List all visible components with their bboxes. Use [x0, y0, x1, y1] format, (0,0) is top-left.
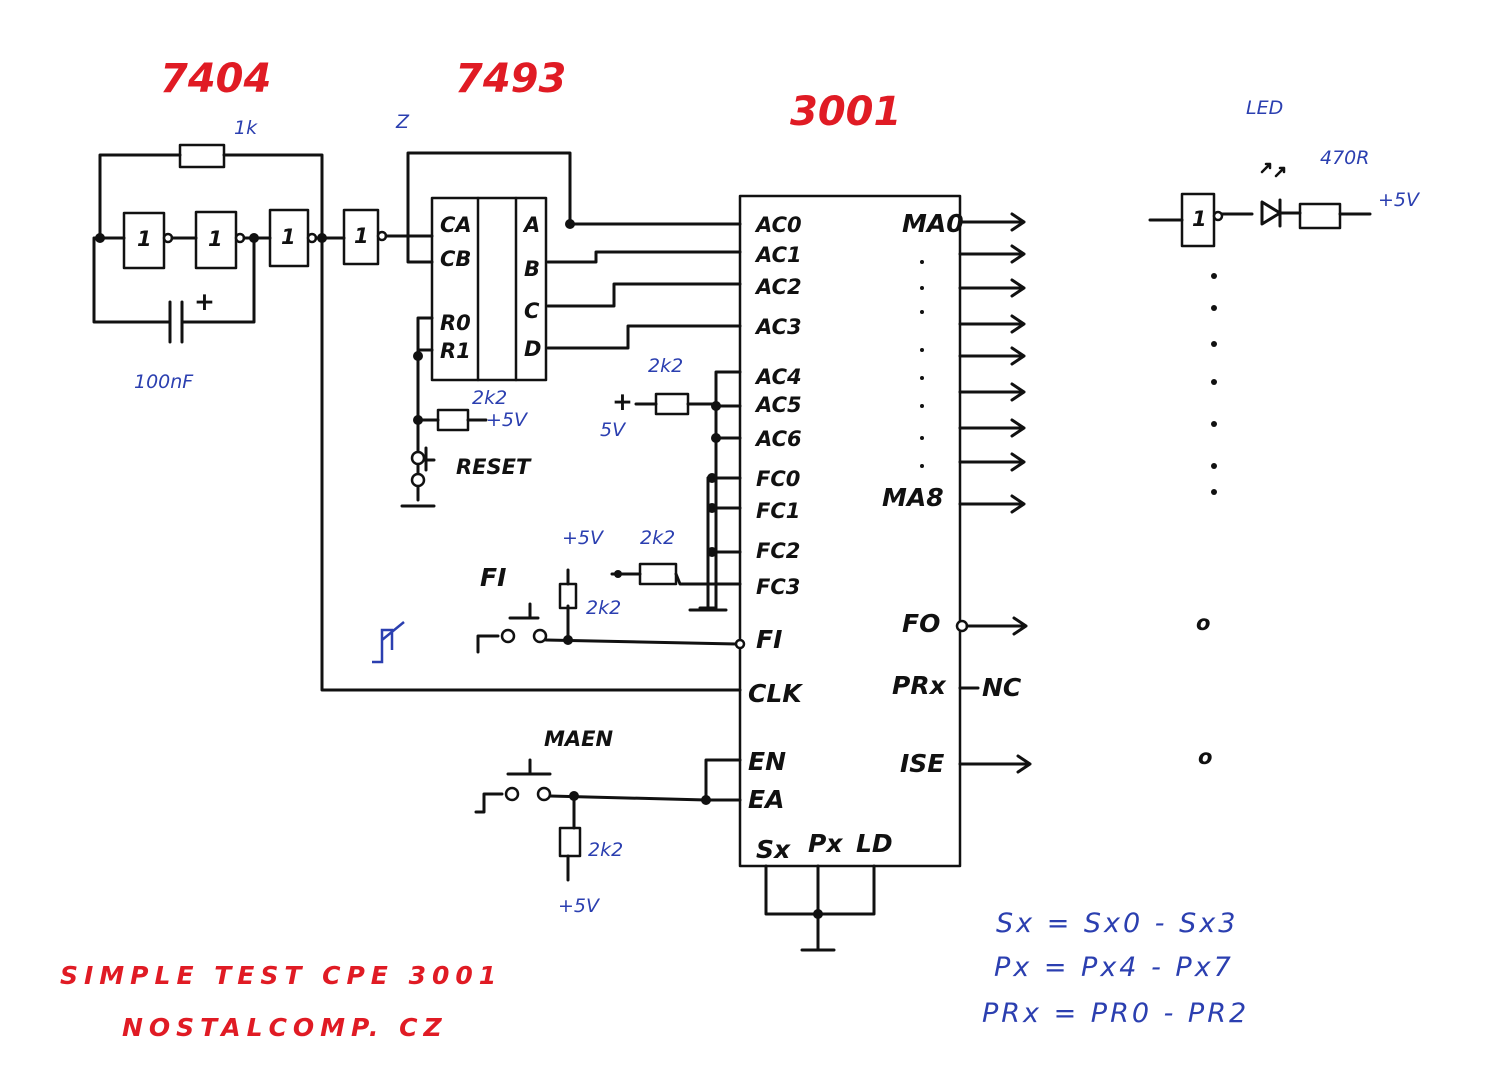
svg-text:2k2: 2k2: [648, 355, 683, 377]
svg-text:1: 1: [354, 224, 369, 248]
svg-text:MA8: MA8: [882, 483, 944, 512]
svg-text:Px: Px: [808, 829, 843, 858]
led-mark-ise: o: [1198, 745, 1212, 769]
svg-text:1: 1: [281, 225, 296, 249]
svg-text:LED: LED: [1246, 97, 1283, 119]
svg-text:FC0: FC0: [756, 467, 800, 491]
label-1k: 1k: [234, 117, 258, 139]
address-outputs: [958, 212, 1026, 514]
svg-text:CB: CB: [440, 247, 471, 271]
svg-text:AC6: AC6: [754, 427, 802, 451]
svg-text:2k2: 2k2: [586, 597, 621, 619]
svg-text:B: B: [524, 257, 540, 281]
chip-title-7404: 7404: [160, 56, 271, 102]
svg-text:2k2: 2k2: [640, 527, 675, 549]
resistor-fc-2k2: [638, 562, 678, 586]
svg-text:PRx: PRx: [892, 671, 947, 700]
resistor-ac-2k2: [654, 392, 690, 416]
svg-text:5V: 5V: [600, 419, 627, 441]
svg-text:CA: CA: [440, 213, 472, 237]
ac-fc-tie: 2k2 + 5V 2k2 +5V: [562, 355, 742, 612]
resistor-reset-2k2: [436, 408, 470, 432]
counter-body: [430, 196, 548, 382]
fi-button[interactable]: [476, 602, 548, 654]
svg-text:AC5: AC5: [754, 393, 802, 417]
led-driver: LED 470R 1 +5V o o: [1148, 97, 1421, 769]
svg-text:+5V: +5V: [1378, 189, 1421, 211]
svg-text:A: A: [522, 213, 540, 237]
counter-7493: CA CB R0 R1 A B C D 2k2 +5V RESET: [400, 151, 575, 508]
note-line-1: SIMPLE TEST CPE 3001: [60, 961, 502, 990]
svg-text:D: D: [524, 337, 541, 361]
cpe-3001: AC0 AC1 AC2 AC3 AC4 AC5 AC6 FC0 FC1 FC2 …: [738, 194, 964, 868]
svg-text:FC2: FC2: [756, 539, 800, 563]
svg-text:2k2: 2k2: [472, 387, 507, 409]
svg-text:1: 1: [208, 227, 223, 251]
note-line-2: NOSTALCOMP. CZ: [122, 1013, 448, 1042]
svg-text:LD: LD: [856, 829, 893, 858]
label-nc: NC: [982, 673, 1022, 702]
cpe-body: [738, 194, 962, 868]
label-maen: MAEN: [544, 727, 613, 751]
led-diode-icon: [1260, 198, 1282, 228]
reset-button[interactable]: [400, 446, 436, 508]
clock-line: [320, 236, 742, 692]
resistor-en-2k2: [558, 826, 582, 858]
svg-text:FO: FO: [902, 609, 940, 638]
label-fi: FI: [480, 563, 506, 592]
svg-text:EA: EA: [748, 785, 784, 814]
oscillator: 1k 1 1 1 + 100nF: [92, 117, 346, 393]
chip-title-3001: 3001: [790, 89, 901, 135]
svg-text:EN: EN: [748, 747, 786, 776]
svg-text:MA0: MA0: [902, 209, 964, 238]
svg-text:ISE: ISE: [900, 749, 944, 778]
svg-text:AC4: AC4: [754, 365, 802, 389]
svg-text:R0: R0: [440, 311, 471, 335]
fi-switch-circuit: FI 2k2: [476, 563, 746, 654]
svg-text:C: C: [524, 299, 540, 323]
label-reset: RESET: [456, 455, 532, 479]
resistor-470r: [1298, 202, 1342, 230]
svg-text:+: +: [194, 287, 215, 316]
led-mark-fo: o: [1196, 611, 1210, 635]
led-inverter-gate: [1180, 192, 1216, 248]
equation-prx: PRx = PR0 - PR2: [982, 998, 1249, 1029]
label-100nf: 100nF: [134, 371, 194, 393]
svg-text:+: +: [612, 387, 633, 416]
svg-text:+5V: +5V: [562, 527, 605, 549]
svg-text:FC3: FC3: [756, 575, 800, 599]
maen-button[interactable]: [474, 758, 552, 814]
svg-text:R1: R1: [440, 339, 471, 363]
svg-text:Sx: Sx: [756, 835, 791, 864]
svg-text:+5V: +5V: [558, 895, 601, 917]
svg-text:AC3: AC3: [754, 315, 802, 339]
clock-pulse-icon: [372, 621, 405, 664]
svg-text:1: 1: [137, 227, 152, 251]
equation-px: Px = Px4 - Px7: [994, 952, 1234, 983]
svg-text:+5V: +5V: [486, 409, 529, 431]
svg-text:FC1: FC1: [756, 499, 800, 523]
maen-switch-circuit: MAEN 2k2 +5V: [474, 727, 742, 917]
resistor-fi-2k2: [558, 582, 578, 610]
svg-text:1: 1: [1192, 207, 1207, 231]
svg-text:AC2: AC2: [754, 275, 802, 299]
equation-sx: Sx = Sx0 - Sx3: [996, 908, 1238, 939]
svg-text:2k2: 2k2: [588, 839, 623, 861]
svg-text:CLK: CLK: [748, 679, 803, 708]
svg-text:AC0: AC0: [754, 213, 802, 237]
label-z: Z: [395, 111, 410, 133]
sx-px-ld-ground: [764, 864, 876, 952]
chip-title-7493: 7493: [455, 56, 566, 102]
svg-text:470R: 470R: [1320, 147, 1369, 169]
resistor-1k: [178, 143, 226, 169]
svg-text:FI: FI: [756, 625, 782, 654]
svg-text:AC1: AC1: [754, 243, 802, 267]
